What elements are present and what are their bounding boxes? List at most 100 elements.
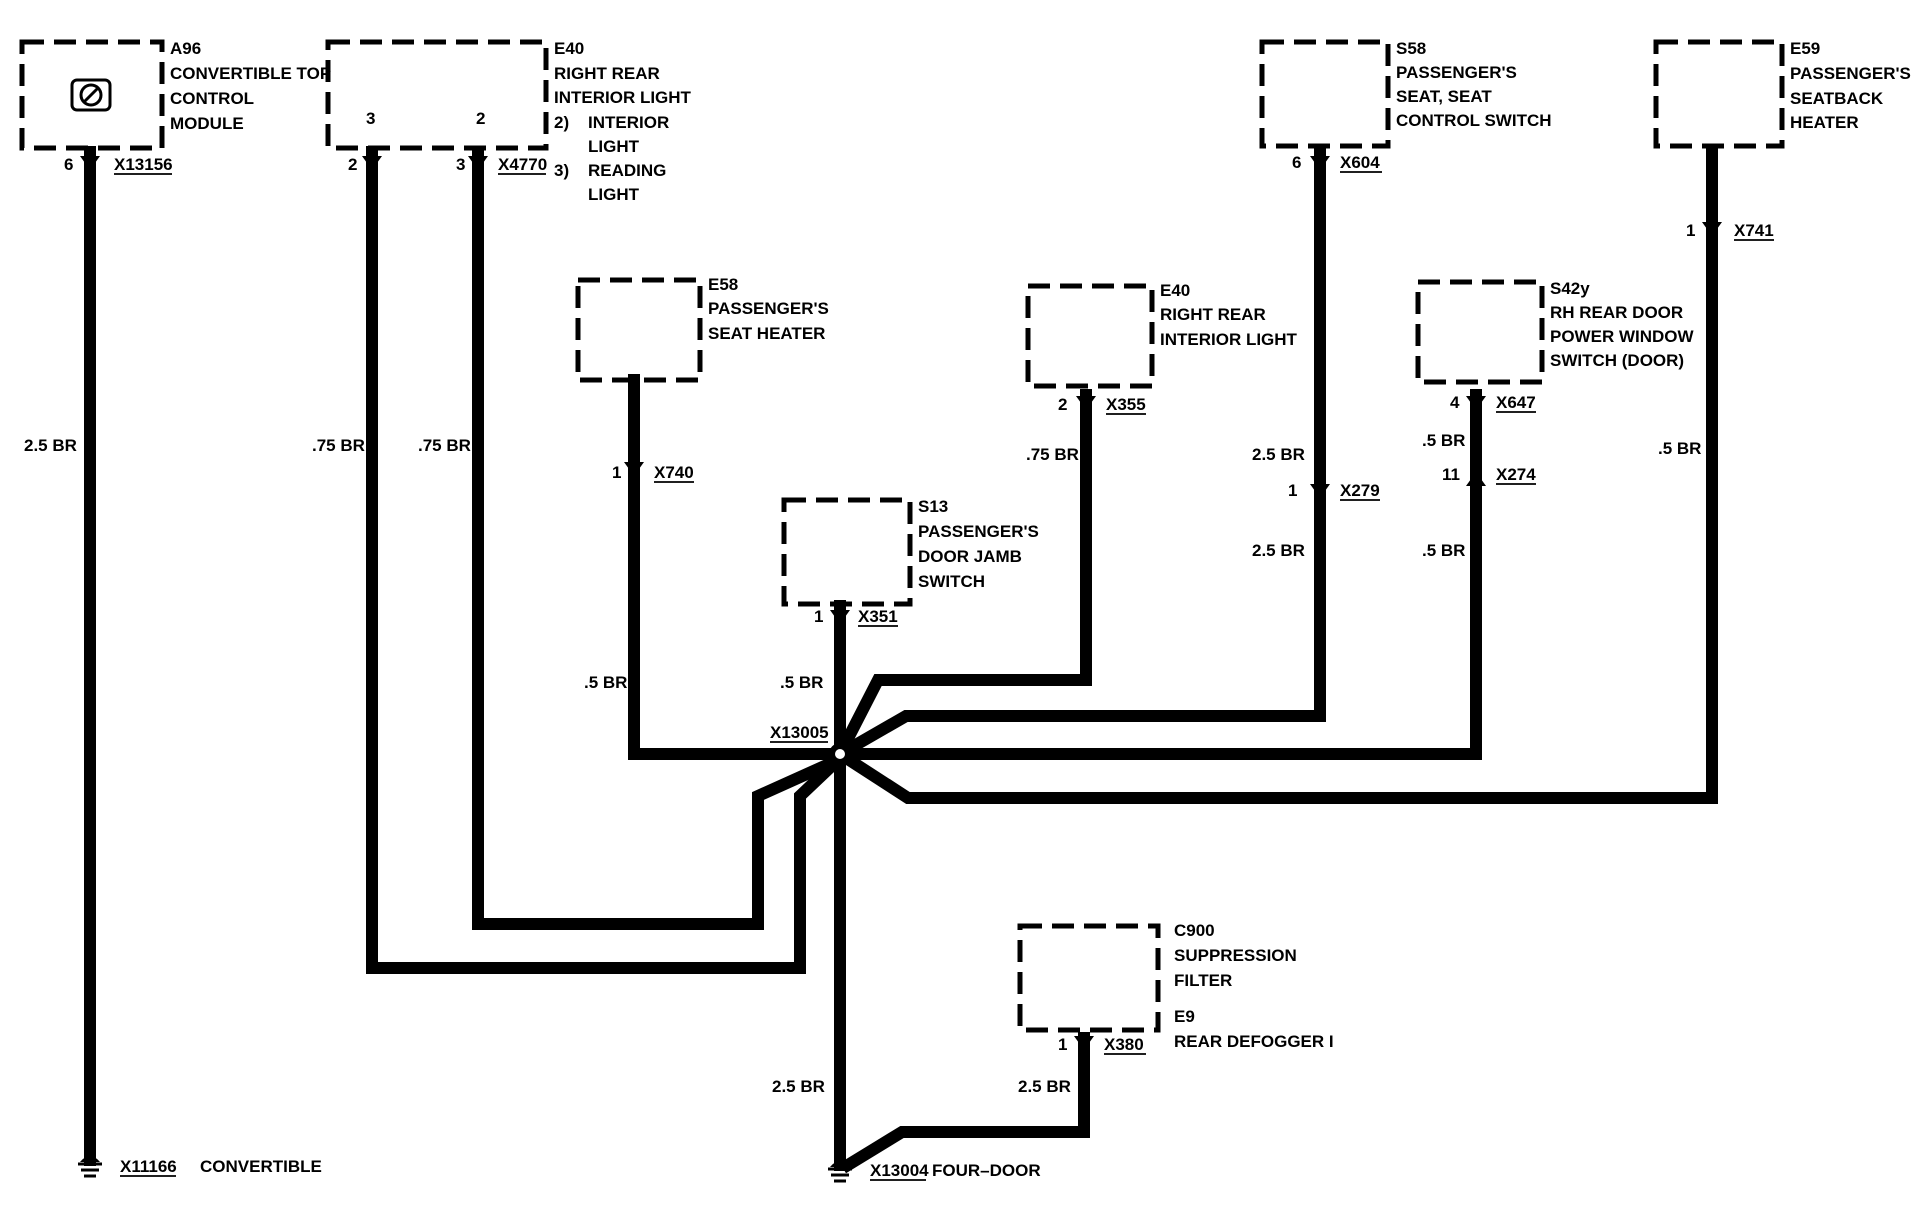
x741-name: X741 [1734,221,1774,240]
x604-pin: 6 [1292,153,1301,172]
x647-name: X647 [1496,393,1536,412]
pin-x279 [1310,484,1330,498]
wire-c900-ground [839,1032,1090,1174]
a96-line-2: CONTROL [170,89,254,108]
x380-name: X380 [1104,1035,1144,1054]
pin-x4770-3 [468,156,488,170]
s42y-id: S42y [1550,279,1590,298]
x274-pin: 11 [1442,465,1460,484]
e58-line-1: PASSENGER'S [708,299,829,318]
e59-line-1: PASSENGER'S [1790,64,1911,83]
e58-box [575,277,703,383]
x13156-pin: 6 [64,155,73,174]
pin-x4770-2 [362,156,382,170]
wire-labels: 2.5 BR .75 BR .75 BR .5 BR .5 BR .75 BR … [24,431,1701,1096]
x740-pin: 1 [612,463,621,482]
e40-top-label: 3 2 E40 RIGHT REAR INTERIOR LIGHT 2) INT… [366,39,692,204]
pin-x740 [624,462,644,476]
s13-line-3: SWITCH [918,572,985,591]
wire-e40-pin2 [366,146,847,974]
s13-line-1: PASSENGER'S [918,522,1039,541]
wire-e40-pin3 [472,146,846,930]
ground-x13004-icon [828,1161,852,1183]
x351-pin: 1 [814,607,823,626]
e40-top-note-3-num: 3) [554,161,569,180]
e40-top-note-3-text: READING [588,161,666,180]
wire-s42y [834,389,1482,760]
wire-e40-pin2-label: .75 BR [312,436,365,455]
e40-top-internal-pin-2: 2 [476,109,485,128]
e59-id: E59 [1790,39,1820,58]
x604-name: X604 [1340,153,1380,172]
x741-pin: 1 [1686,221,1695,240]
x740-name: X740 [654,463,694,482]
x11166-name: X11166 [120,1157,177,1176]
wire-e40-pin3-label: .75 BR [418,436,471,455]
e9-line-1: REAR DEFOGGER I [1174,1032,1334,1051]
wires [84,144,1718,1174]
x4770-pin-2: 2 [348,155,357,174]
ground-x11166-icon [78,1156,102,1178]
wire-s13-label: .5 BR [780,673,823,692]
e9-id: E9 [1174,1007,1195,1026]
e40-top-line-2: INTERIOR LIGHT [554,88,692,107]
x279-pin: 1 [1288,481,1297,500]
wire-ground-label: 2.5 BR [772,1077,825,1096]
s13-box [781,497,913,607]
s58-line-1: PASSENGER'S [1396,63,1517,82]
s42y-line-3: SWITCH (DOOR) [1550,351,1684,370]
x11166-label: CONVERTIBLE [200,1157,322,1176]
e58-line-2: SEAT HEATER [708,324,825,343]
e59-line-2: SEATBACK [1790,89,1884,108]
s42y-label: S42y RH REAR DOOR POWER WINDOW SWITCH (D… [1550,279,1694,370]
e40-top-box [325,39,549,151]
e40-mid-box [1025,283,1155,389]
x279-name: X279 [1340,481,1380,500]
splice-x13005-center [835,749,845,759]
s58-id: S58 [1396,39,1426,58]
x351-name: X351 [858,607,898,626]
e40-top-line-1: RIGHT REAR [554,64,660,83]
x13004-label: FOUR–DOOR [932,1161,1041,1180]
e40-top-note-2-text: LIGHT [588,137,640,156]
a96-box [19,39,165,151]
control-module-icon [70,78,112,112]
pin-x355 [1076,396,1096,410]
e40-top-id: E40 [554,39,584,58]
x274-name: X274 [1496,465,1536,484]
wire-e40-mid-label: .75 BR [1026,445,1079,464]
e40-mid-id: E40 [1160,281,1190,300]
e58-label: E58 PASSENGER'S SEAT HEATER [708,275,829,343]
e40-mid-label: E40 RIGHT REAR INTERIOR LIGHT [1160,281,1298,349]
wire-e58-label: .5 BR [584,673,627,692]
pin-x13156 [80,156,100,170]
s58-line-3: CONTROL SWITCH [1396,111,1552,130]
e40-top-note-4-text: LIGHT [588,185,640,204]
s58-box [1259,39,1391,149]
s42y-line-1: RH REAR DOOR [1550,303,1683,322]
x355-pin: 2 [1058,395,1067,414]
connector-labels: 6 X13156 2 3 X4770 6 X604 1 X741 1 X740 … [64,153,1774,1181]
wire-s58-lower-label: 2.5 BR [1252,541,1305,560]
wire-s42y-lower-label: .5 BR [1422,541,1465,560]
c900-label: C900 SUPPRESSION FILTER E9 REAR DEFOGGER… [1174,921,1334,1051]
pin-x274 [1466,472,1486,486]
e40-top-note-1-text: INTERIOR [588,113,669,132]
s58-label: S58 PASSENGER'S SEAT, SEAT CONTROL SWITC… [1396,39,1552,130]
e40-mid-line-1: RIGHT REAR [1160,305,1266,324]
wire-a96-label: 2.5 BR [24,436,77,455]
splice-x13005-label: X13005 [770,723,829,742]
wire-e58 [628,374,844,760]
wire-s42y-upper-label: .5 BR [1422,431,1465,450]
c900-line-1: SUPPRESSION [1174,946,1297,965]
e58-id: E58 [708,275,738,294]
pin-x604 [1310,156,1330,170]
components [19,39,1785,1033]
c900-box [1017,923,1161,1033]
e59-box [1653,39,1785,149]
a96-label: A96 CONVERTIBLE TOP CONTROL MODULE [170,39,331,133]
s42y-line-2: POWER WINDOW [1550,327,1694,346]
wire-s58-upper-label: 2.5 BR [1252,445,1305,464]
s58-line-2: SEAT, SEAT [1396,87,1492,106]
